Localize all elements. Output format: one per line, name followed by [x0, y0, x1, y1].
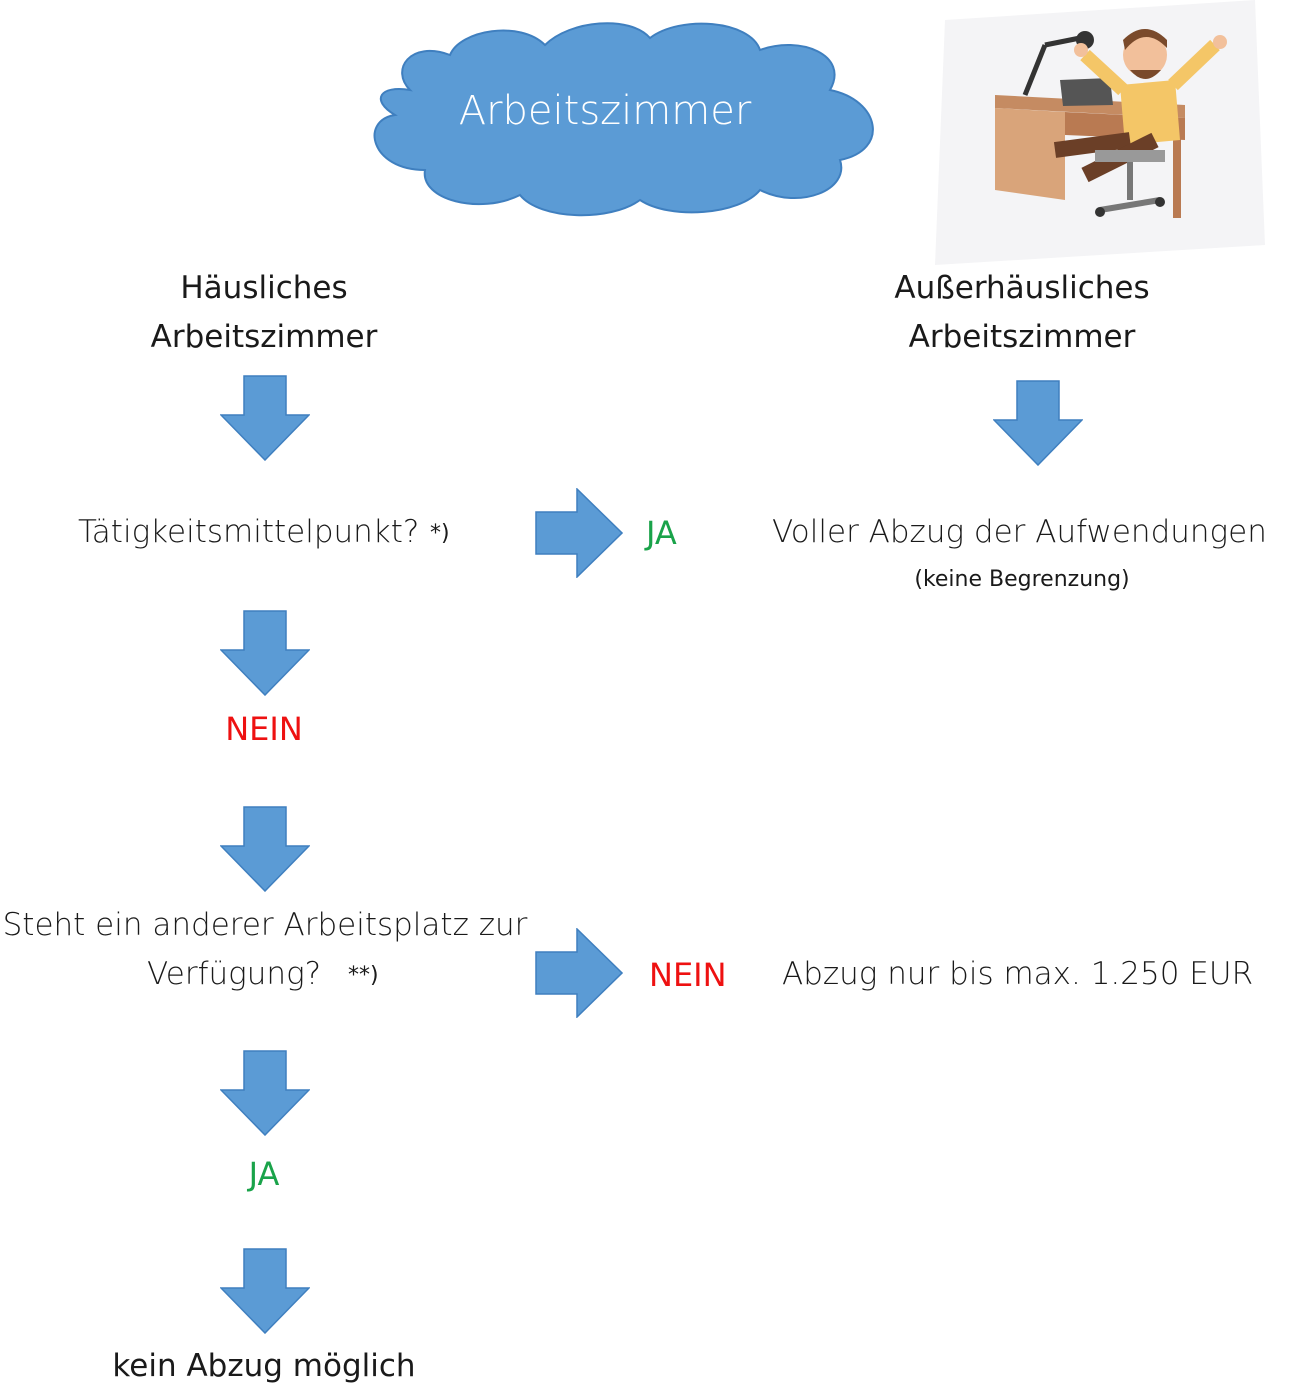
- answer-ja-1: JA: [646, 514, 677, 552]
- result-abzug-max: Abzug nur bis max. 1.250 EUR: [782, 956, 1254, 992]
- down-arrow-icon: [220, 1050, 310, 1136]
- man-at-desk-illustration: [935, 0, 1265, 265]
- question-anderer-arbeitsplatz-line2: Verfügung?: [147, 956, 322, 992]
- cloud-shape: [373, 22, 874, 217]
- right-heading-line2: Arbeitszimmer: [908, 319, 1136, 355]
- down-arrow-icon: [220, 1248, 310, 1334]
- result-kein-abzug: kein Abzug möglich: [112, 1348, 416, 1384]
- down-arrow-icon: [220, 375, 310, 461]
- answer-nein-2: NEIN: [649, 956, 727, 994]
- down-arrow-icon: [993, 380, 1083, 466]
- answer-ja-2: JA: [248, 1155, 280, 1193]
- answer-nein-1: NEIN: [225, 710, 303, 748]
- footnote-marker-2: **): [348, 963, 379, 988]
- down-arrow-icon: [220, 610, 310, 696]
- cloud-title: Arbeitszimmer: [458, 88, 752, 134]
- result-voller-abzug: Voller Abzug der Aufwendungen: [772, 514, 1267, 550]
- down-arrow-icon: [220, 806, 310, 892]
- right-arrow-icon: [535, 488, 623, 578]
- right-arrow-icon: [535, 928, 623, 1018]
- left-heading-line1: Häusliches: [180, 270, 348, 306]
- footnote-marker-1: *): [430, 521, 450, 546]
- result-voller-abzug-note: (keine Begrenzung): [914, 567, 1130, 592]
- question-taetigkeitsmittelpunkt: Tätigkeitsmittelpunkt?: [78, 514, 420, 550]
- left-heading-line2: Arbeitszimmer: [150, 319, 378, 355]
- right-heading-line1: Außerhäusliches: [894, 270, 1150, 306]
- question-anderer-arbeitsplatz-line1: Steht ein anderer Arbeitsplatz zur: [2, 907, 528, 943]
